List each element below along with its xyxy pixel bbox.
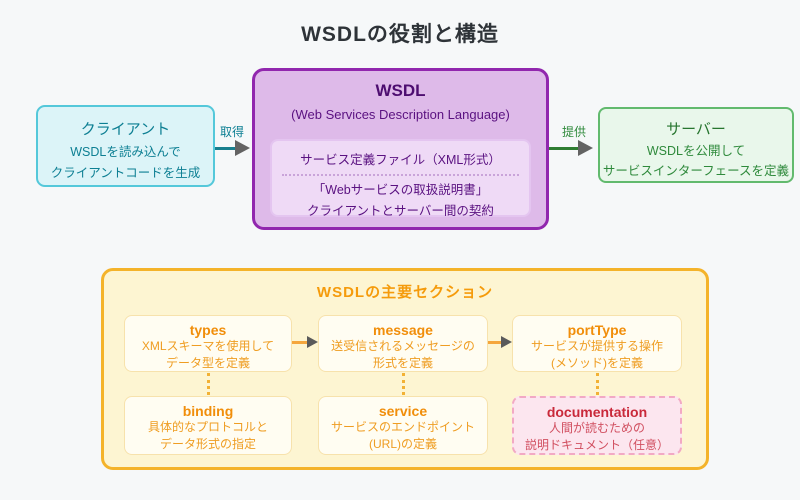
types-to-message-line [292, 341, 308, 344]
server-line-2: サービスインターフェースを定義 [602, 164, 790, 178]
acquire-arrowhead-icon [235, 140, 250, 156]
section-documentation-line-1: 人間が読むための [548, 421, 645, 435]
section-binding-line-1: 具体的なプロトコルと [147, 420, 268, 434]
message-to-service-dotted-line [402, 373, 405, 395]
wsdl-node: WSDL (Web Services Description Language)… [252, 68, 549, 230]
section-types-line-1: XMLスキーマを使用して [141, 339, 275, 353]
section-types-line-2: データ型を定義 [165, 356, 250, 370]
section-service: service サービスのエンドポイント (URL)の定義 [318, 396, 488, 455]
section-porttype-name: portType [567, 322, 627, 338]
message-to-porttype-line [488, 341, 502, 344]
section-porttype-line-1: サービスが提供する操作 [530, 339, 663, 353]
server-title: サーバー [666, 121, 726, 138]
client-line-1: WSDLを読み込んで [70, 145, 181, 159]
page-title: WSDLの役割と構造 [301, 23, 499, 46]
sections-panel: WSDLの主要セクション types XMLスキーマを使用して データ型を定義 … [101, 268, 709, 470]
wsdl-title: WSDL [375, 81, 426, 100]
section-porttype-line-2: (メソッド)を定義 [551, 356, 643, 370]
section-documentation-line-2: 説明ドキュメント（任意） [524, 438, 669, 452]
section-message: message 送受信されるメッセージの 形式を定義 [318, 315, 488, 372]
section-message-name: message [373, 322, 433, 338]
section-service-line-1: サービスのエンドポイント [330, 420, 475, 434]
section-message-line-2: 形式を定義 [372, 356, 433, 370]
section-types-name: types [189, 322, 227, 338]
wsdl-inner-card: サービス定義ファイル（XML形式） 「Webサービスの取扱説明書」 クライアント… [270, 139, 531, 218]
section-documentation: documentation 人間が読むための 説明ドキュメント（任意） [512, 396, 682, 455]
types-to-message-arrowhead-icon [307, 336, 318, 348]
client-line-2: クライアントコードを生成 [50, 166, 201, 180]
server-line-1: WSDLを公開して [646, 144, 746, 158]
server-node: サーバー WSDLを公開して サービスインターフェースを定義 [598, 107, 794, 183]
wsdl-inner-divider [282, 174, 519, 176]
wsdl-file-label: サービス定義ファイル（XML形式） [300, 153, 501, 167]
section-service-line-2: (URL)の定義 [369, 437, 437, 451]
provide-arrowhead-icon [578, 140, 593, 156]
acquire-arrow-line [215, 147, 237, 150]
message-to-porttype-arrowhead-icon [501, 336, 512, 348]
section-documentation-name: documentation [546, 404, 648, 420]
provide-arrow-label: 提供 [561, 125, 586, 139]
types-to-binding-dotted-line [207, 373, 210, 395]
acquire-arrow-label: 取得 [219, 125, 244, 139]
client-node: クライアント WSDLを読み込んで クライアントコードを生成 [36, 105, 215, 187]
provide-arrow-line [549, 147, 579, 150]
section-message-line-1: 送受信されるメッセージの [331, 339, 475, 353]
wsdl-desc-line-1: 「Webサービスの取扱説明書」 [312, 183, 489, 197]
section-types: types XMLスキーマを使用して データ型を定義 [124, 315, 292, 372]
wsdl-desc-line-2: クライアントとサーバー間の契約 [307, 204, 494, 218]
porttype-to-documentation-dotted-line [596, 373, 599, 395]
section-porttype: portType サービスが提供する操作 (メソッド)を定義 [512, 315, 682, 372]
section-binding: binding 具体的なプロトコルと データ形式の指定 [124, 396, 292, 455]
section-binding-name: binding [182, 403, 234, 419]
client-title: クライアント [80, 121, 171, 138]
section-binding-line-2: データ形式の指定 [159, 437, 256, 451]
sections-title: WSDLの主要セクション [316, 284, 494, 301]
wsdl-subtitle: (Web Services Description Language) [291, 107, 510, 122]
section-service-name: service [378, 403, 428, 419]
